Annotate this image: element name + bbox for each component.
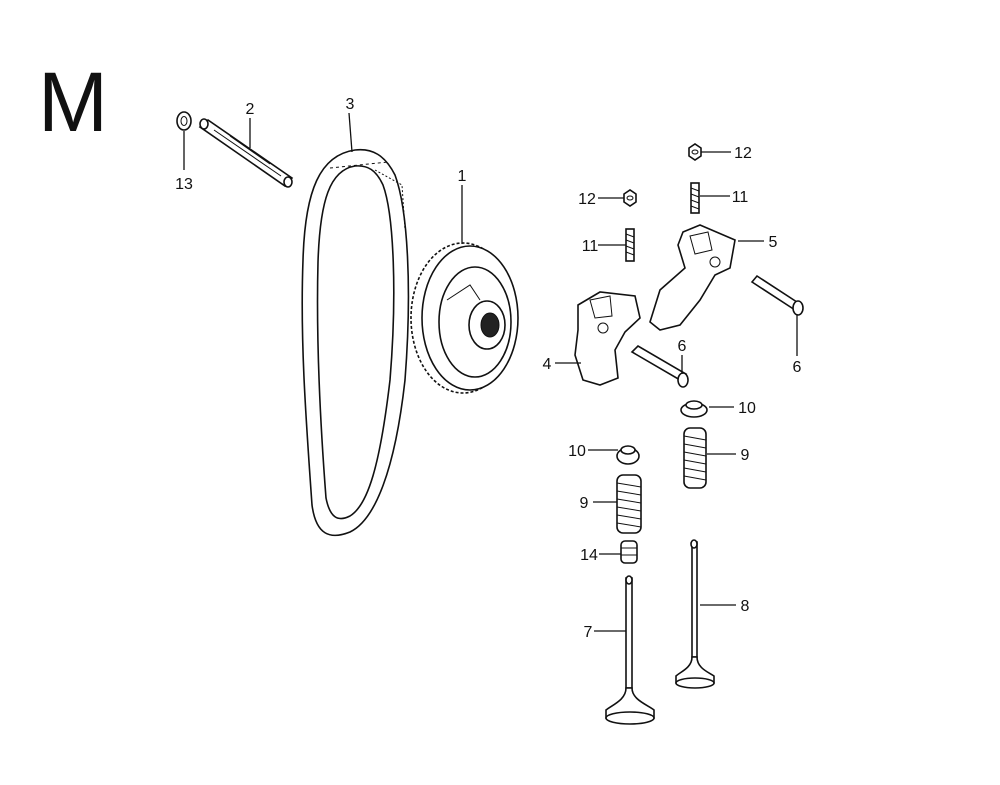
part-12-nut-upper (688, 143, 702, 161)
part-12-nut-lower (623, 189, 637, 207)
callout-9-left: 9 (580, 495, 589, 512)
callout-1: 1 (458, 168, 467, 185)
part-2-shaft (198, 118, 294, 188)
part-13-washer (176, 111, 192, 131)
callout-11-lower: 11 (582, 238, 599, 255)
part-4-rocker-arm (574, 291, 641, 386)
part-7-valve (605, 575, 655, 725)
part-9-spring-left (616, 474, 642, 534)
callout-3: 3 (346, 96, 355, 113)
callout-2: 2 (246, 101, 255, 118)
part-6-pivot-pin-right (750, 274, 804, 316)
callout-4: 4 (543, 356, 552, 373)
part-10-retainer-right (680, 400, 708, 418)
callout-12-upper: 12 (734, 145, 752, 162)
callout-9-right: 9 (741, 447, 750, 464)
callout-5: 5 (769, 234, 778, 251)
part-9-spring-right (683, 427, 707, 489)
sheet-letter: M (38, 55, 108, 149)
part-10-retainer-left (616, 445, 640, 465)
part-5-rocker-arm (649, 224, 736, 331)
part-14-stem-seal (620, 540, 638, 564)
part-3-belt (301, 148, 410, 537)
callout-11-upper: 11 (732, 189, 749, 206)
callout-14: 14 (580, 547, 598, 564)
part-11-screw-upper (690, 182, 700, 214)
callout-labels: 1 2 3 4 5 6 6 7 8 9 9 10 10 11 11 12 12 … (175, 96, 801, 641)
callout-8: 8 (741, 598, 750, 615)
leader-lines (183, 112, 798, 632)
part-8-valve (675, 539, 715, 689)
part-11-screw-lower (625, 228, 635, 262)
callout-6-right: 6 (793, 359, 802, 376)
callout-7: 7 (584, 624, 593, 641)
part-6-pivot-pin-left (630, 344, 689, 388)
callout-12-lower: 12 (578, 191, 596, 208)
part-1-cam-pulley (410, 242, 519, 394)
callout-6-left: 6 (678, 338, 687, 355)
callout-10-right: 10 (738, 400, 756, 417)
callout-10-left: 10 (568, 443, 586, 460)
callout-13: 13 (175, 176, 193, 193)
